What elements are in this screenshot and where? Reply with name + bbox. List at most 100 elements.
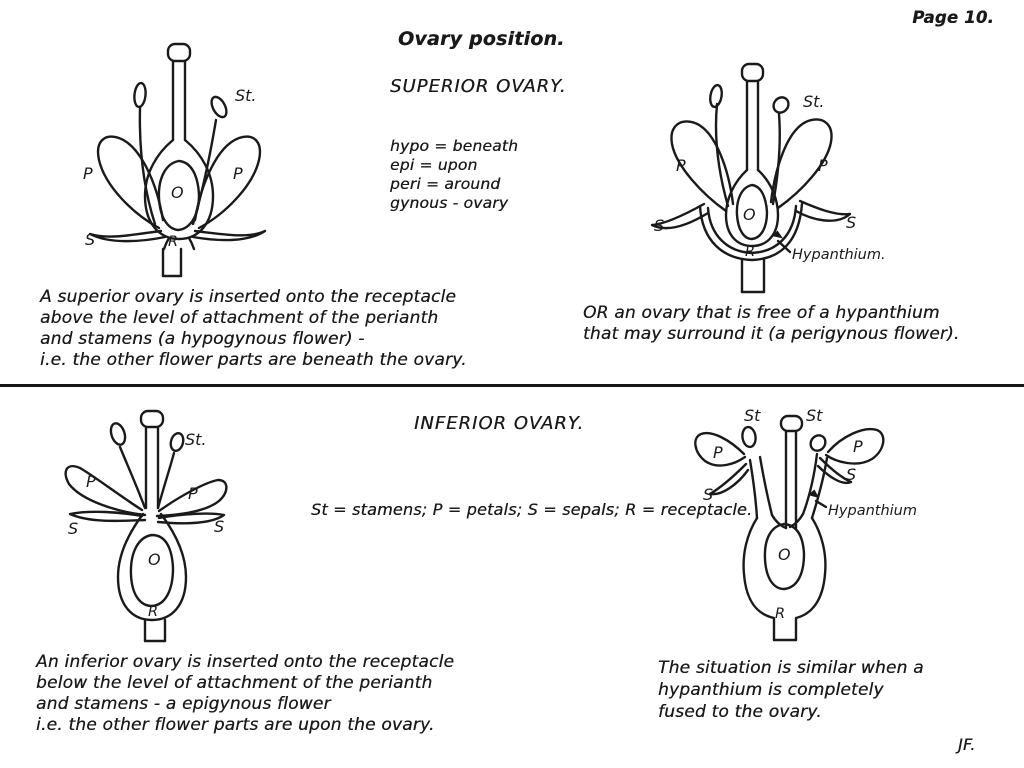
ovary-label: O: [148, 550, 161, 569]
stamen-filament-left: [138, 106, 157, 226]
stamen-label: St.: [803, 92, 825, 111]
petal-label-right: P: [233, 164, 243, 183]
ovary-outline: [724, 168, 780, 248]
petal-label-left: P: [86, 472, 96, 491]
petal-label-left: P: [676, 156, 686, 175]
hypanthium-arrow-line: [776, 239, 792, 254]
stigma-shape: [779, 414, 804, 433]
arm-to-style-bridge-left: [770, 513, 788, 530]
hypanthium-arm-right-inner: [801, 452, 819, 516]
ovary-label: O: [743, 205, 756, 224]
petal-shape-right: [769, 118, 833, 210]
ovary-outline: [116, 512, 188, 622]
stamen-label-right: St: [806, 406, 823, 425]
stamen-filament-right: [191, 118, 218, 226]
page-title: Ovary position.: [398, 28, 565, 50]
petal-shape-right: [155, 478, 228, 518]
sepal-label-right: S: [214, 517, 224, 536]
stamen-filament-right: [771, 112, 781, 206]
abbreviation-legend: St = stamens; P = petals; S = sepals; R …: [311, 500, 753, 519]
anther-right: [772, 96, 790, 114]
stamen-filament-left: [118, 445, 147, 510]
hypogynous-flower-diagram: O P P St. S R: [83, 42, 267, 278]
sepal-shape-left: [708, 462, 750, 496]
ovary-label: O: [778, 545, 791, 564]
epigynous-caption: An inferior ovary is inserted onto the r…: [36, 652, 455, 735]
page-number: Page 10.: [912, 8, 994, 27]
section-divider: [0, 384, 1024, 387]
hypanthium-arrowhead-icon: [772, 230, 783, 239]
petal-label-right: P: [853, 437, 863, 456]
receptacle-label: R: [148, 604, 158, 620]
receptacle-neck-left: [162, 236, 171, 251]
sepal-label-right: S: [846, 465, 856, 484]
petal-shape-right: [193, 135, 262, 230]
sepal-label-left: S: [654, 216, 664, 235]
petal-shape-left: [694, 431, 747, 467]
sepal-shape-right: [191, 229, 267, 242]
sepal-shape-left: [88, 229, 167, 243]
receptacle-label: R: [168, 234, 178, 250]
anther-right: [169, 431, 185, 453]
hypanthium-arm-left-outer: [748, 458, 759, 520]
petal-shape-right: [824, 427, 885, 465]
sepal-label-left: S: [703, 485, 713, 504]
author-initials: JF.: [958, 735, 976, 754]
hypogynous-caption: A superior ovary is inserted onto the re…: [40, 287, 467, 370]
receptacle-neck-right: [187, 236, 196, 251]
epigynous-flower-diagram: St. P P S S O R: [64, 409, 228, 643]
anther-right: [809, 434, 827, 452]
hypanthium-label: Hypanthium.: [792, 247, 886, 263]
anther-left: [741, 425, 757, 449]
petal-shape-left: [670, 120, 735, 213]
stigma-shape: [740, 62, 765, 83]
stigma-shape: [166, 42, 192, 63]
sepal-label-left: S: [68, 519, 78, 538]
hypanthium-arrow-line: [814, 499, 828, 509]
hypanthium-label: Hypanthium: [828, 503, 917, 519]
stigma-shape: [139, 409, 165, 429]
ovule-outline: [129, 533, 175, 608]
stamen-label: St.: [185, 430, 207, 449]
stamen-label: St.: [235, 86, 257, 105]
fused-hypanthium-flower-diagram: O R St St P P S S Hypanthium: [694, 406, 917, 642]
anther-right: [210, 95, 228, 119]
ovary-outline-right: [794, 516, 827, 642]
ovule-outline: [763, 522, 806, 591]
sepal-shape-left: [650, 202, 710, 230]
sepal-shape-right: [156, 512, 226, 525]
sepal-shape-right: [794, 199, 852, 222]
perigynous-caption: OR an ovary that is free of a hypanthium…: [583, 303, 960, 344]
stamen-filament-right: [156, 451, 176, 510]
superior-ovary-heading: SUPERIOR OVARY.: [390, 76, 567, 97]
hypanthium-cup-inner: [706, 204, 798, 255]
sepal-shape-left: [68, 510, 147, 523]
terminology-glossary: hypo = beneath epi = upon peri = around …: [390, 137, 519, 212]
sepal-label-right: S: [846, 213, 856, 232]
inferior-ovary-heading: INFERIOR OVARY.: [414, 413, 585, 434]
hypanthium-arrowhead-icon: [808, 489, 819, 498]
anther-left: [709, 83, 723, 109]
ovary-outline-left: [742, 516, 776, 642]
anther-left: [109, 422, 127, 446]
petal-label-left: P: [83, 164, 93, 183]
anther-left: [133, 81, 147, 109]
fused-hypanthium-caption: The situation is similar when a hypanthi…: [658, 658, 924, 722]
sepal-shape-right: [816, 456, 853, 485]
petal-shape-left: [96, 135, 165, 230]
hypanthium-cup-outer: [698, 202, 804, 262]
petal-label-left: P: [713, 443, 723, 462]
petal-label-right: P: [188, 484, 198, 503]
ovule-outline: [157, 159, 201, 232]
perigynous-flower-diagram: O P P St. S S R Hypanthium.: [650, 62, 886, 294]
stamen-label-left: St: [744, 406, 761, 425]
receptacle-label: R: [745, 244, 755, 260]
ovary-label: O: [171, 183, 184, 202]
receptacle-label: R: [775, 606, 785, 622]
ovule-outline: [735, 183, 769, 241]
stamen-filament-left: [714, 102, 730, 208]
hypanthium-arm-left-inner: [758, 455, 774, 517]
petal-label-right: P: [818, 156, 828, 175]
sepal-label: S: [85, 230, 95, 249]
